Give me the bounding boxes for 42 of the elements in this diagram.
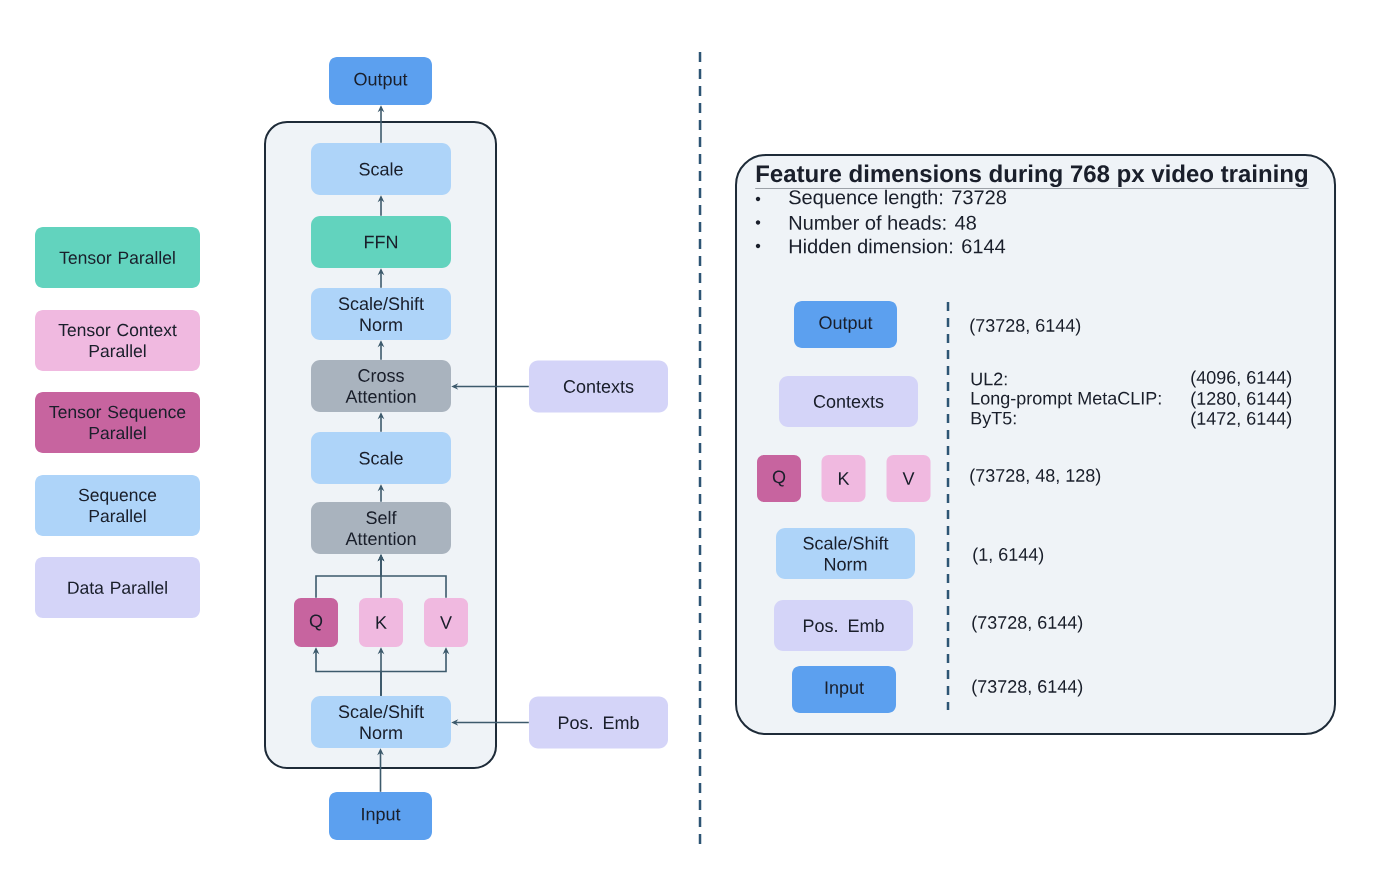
process-box: K [359,598,403,647]
legend-box: Tensor Sequence Parallel [35,392,200,453]
input-box: Contexts [529,360,668,413]
process-box: Scale/Shift Norm [311,696,451,748]
process-box: Cross Attention [311,360,451,412]
dimension-label: (73728, 6144) [972,615,1083,633]
process-box: K [821,455,866,502]
process-box: Q [294,598,338,647]
dimension-label: (73728, 6144) [972,679,1083,697]
process-box: Scale/Shift Norm [776,528,915,579]
output-box: Output [329,57,432,105]
legend-box: Tensor Parallel [35,227,200,288]
dimension-label: ByT5: [971,411,1016,429]
list-item: Sequence length: 73728 [789,189,1006,209]
process-box: V [886,455,931,502]
legend-box: Data Parallel [35,557,200,618]
input-box: Contexts [779,376,918,427]
output-box: Output [794,301,897,348]
dimension-label: (4096, 6144) [1191,370,1292,388]
dimension-label: Long-prompt MetaCLIP: [971,391,1161,409]
dimension-label: (1280, 6144) [1191,391,1292,409]
list-item: Hidden dimension: 6144 [789,238,1006,254]
dimension-label: (73728, 48, 128) [970,468,1101,486]
input-box: Pos. Emb [529,696,668,749]
process-box: Scale/Shift Norm [311,288,451,340]
dimension-label: (1, 6144) [973,547,1044,565]
dimension-label: (1472, 6144) [1191,411,1292,429]
panel-heading: Feature dimensions during 768 px video training [755,164,1309,189]
legend-box: Sequence Parallel [35,475,200,536]
process-box: FFN [311,216,451,268]
list-item: Number of heads: 48 [789,215,976,230]
process-box: Scale [311,143,451,195]
input-box: Input [329,792,432,840]
dimension-label: UL2: [971,372,1007,386]
input-box: Pos. Emb [774,600,913,651]
legend-box: Tensor Context Parallel [35,310,200,371]
input-box: Input [792,666,896,713]
process-box: V [424,598,468,647]
process-box: Q [757,455,801,502]
process-box: Scale [311,432,451,484]
dimension-label: (73728, 6144) [970,318,1081,336]
process-box: Self Attention [311,502,451,554]
